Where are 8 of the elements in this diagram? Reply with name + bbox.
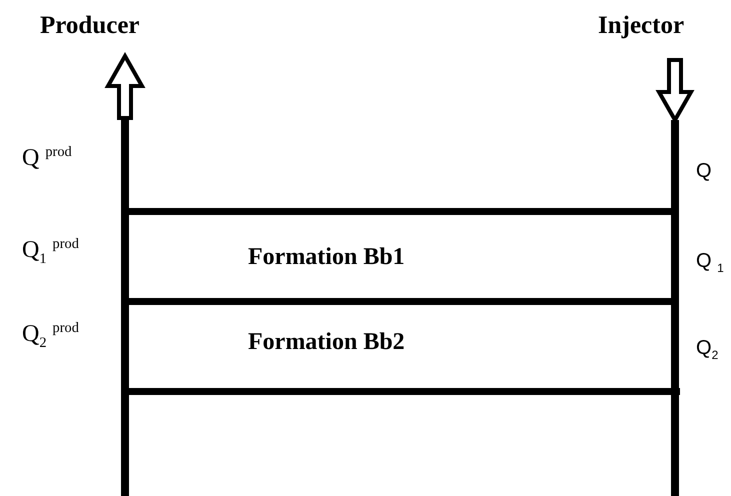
formation-label: Formation Bb1 bbox=[248, 244, 405, 271]
flow-rate-label: Q bbox=[696, 160, 712, 183]
formation-label: Formation Bb2 bbox=[248, 329, 405, 356]
well-name: Injector bbox=[598, 12, 684, 40]
flow-rate-label: Q $^{prod}$ bbox=[22, 144, 72, 172]
well-name: Producer bbox=[40, 12, 140, 40]
flow-rate-label: Q$_{2}$ bbox=[696, 337, 718, 362]
flow-rate-label: Q $_{1}$ bbox=[696, 250, 724, 275]
